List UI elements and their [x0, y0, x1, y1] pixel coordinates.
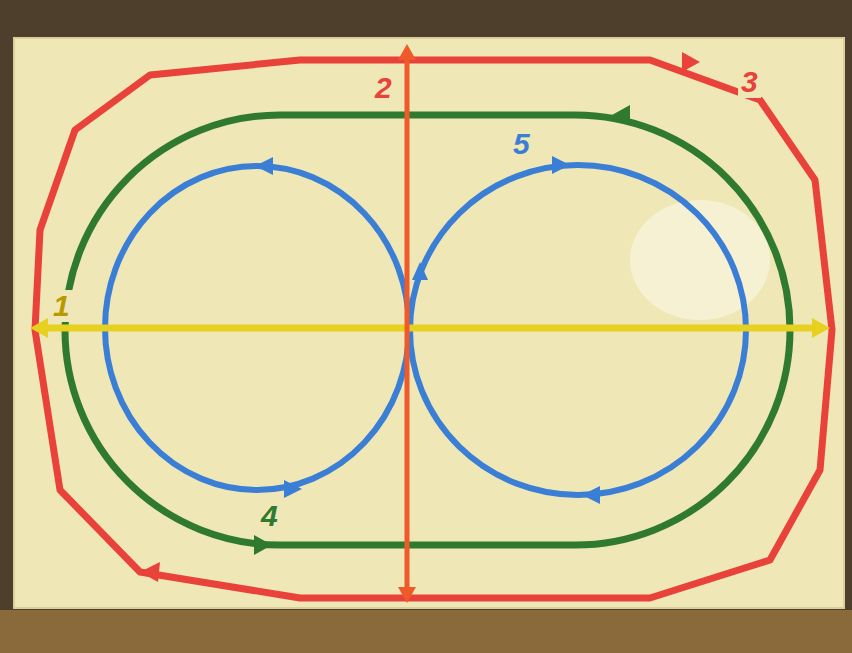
shelf: [0, 610, 852, 653]
orange-line: [405, 56, 410, 590]
board: [14, 38, 844, 608]
arrowhead: [552, 156, 570, 174]
arrowhead: [682, 52, 700, 72]
arrowhead: [398, 44, 416, 60]
arrowhead: [255, 157, 273, 175]
arrowhead: [412, 262, 428, 280]
arrowhead: [30, 318, 48, 338]
callout-number: 4: [258, 500, 281, 532]
arrowhead: [398, 587, 416, 603]
arrowhead: [140, 562, 160, 582]
arrowhead: [812, 318, 830, 338]
callout-number: 1: [50, 290, 73, 322]
yellow-line: [40, 325, 818, 332]
arrowhead: [582, 486, 600, 504]
arrowhead: [254, 535, 272, 555]
arrowhead: [284, 480, 302, 498]
arrowhead: [612, 105, 630, 125]
callout-number: 5: [510, 128, 533, 160]
callout-number: 2: [372, 72, 395, 104]
callout-number: 3: [738, 66, 761, 98]
red-track: [35, 60, 832, 598]
